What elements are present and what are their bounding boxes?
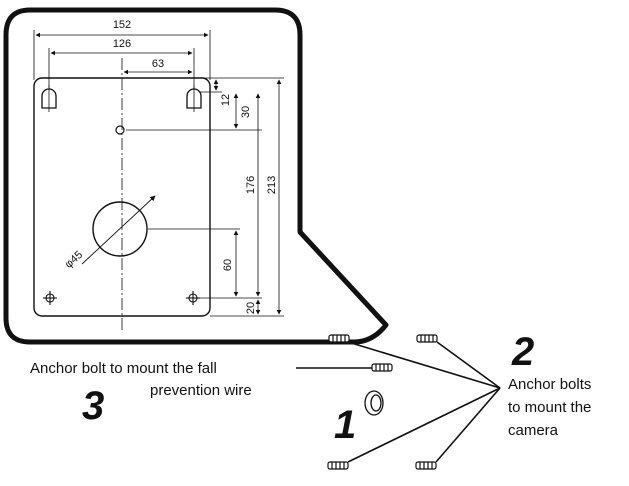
washer-icon: [364, 390, 384, 416]
bolt-icon: [415, 461, 437, 470]
anchor-camera-label-line1: Anchor bolts: [508, 376, 591, 393]
dim-176-label: 176: [245, 176, 257, 194]
screw-hole-bottom-left: [43, 291, 57, 305]
cable-hole: [92, 201, 148, 257]
keyhole-slot-left: [41, 85, 57, 112]
dim-20-label: 20: [245, 302, 257, 314]
dim-63-label: 63: [152, 58, 164, 70]
callout-frame: [3, 7, 389, 345]
anchor-camera-label-line2: to mount the: [508, 399, 591, 416]
horizontal-dimensions: [33, 30, 211, 88]
dim-30-label: 30: [240, 106, 252, 118]
bolt-icon: [327, 461, 349, 470]
bolt-icon: [328, 334, 350, 343]
callout-number-2: 2: [511, 330, 534, 374]
bolt-icon: [416, 334, 438, 343]
dim-213-label: 213: [266, 176, 278, 194]
callout-number-1: 1: [334, 403, 356, 447]
dim-60-label: 60: [222, 259, 234, 271]
vertical-dimensions: [126, 77, 284, 317]
leader-lines: [296, 341, 501, 463]
screw-hole-bottom-right: [186, 291, 200, 305]
dim-126-label: 126: [113, 38, 131, 50]
anchor-bolt-wire: [371, 363, 393, 372]
dim-152-label: 152: [113, 19, 131, 31]
dim-12-label: 12: [220, 94, 232, 106]
hole-diameter-leader: [81, 195, 156, 265]
center-hole: [115, 125, 125, 135]
anchor-bolts-camera: [327, 334, 438, 470]
anchor-wire-label-line2: prevention wire: [150, 382, 252, 399]
anchor-camera-label-line3: camera: [508, 422, 559, 439]
anchor-wire-label-line1: Anchor bolt to mount the fall: [30, 360, 217, 377]
callout-number-3: 3: [82, 384, 104, 428]
keyhole-slot-right: [186, 85, 202, 112]
